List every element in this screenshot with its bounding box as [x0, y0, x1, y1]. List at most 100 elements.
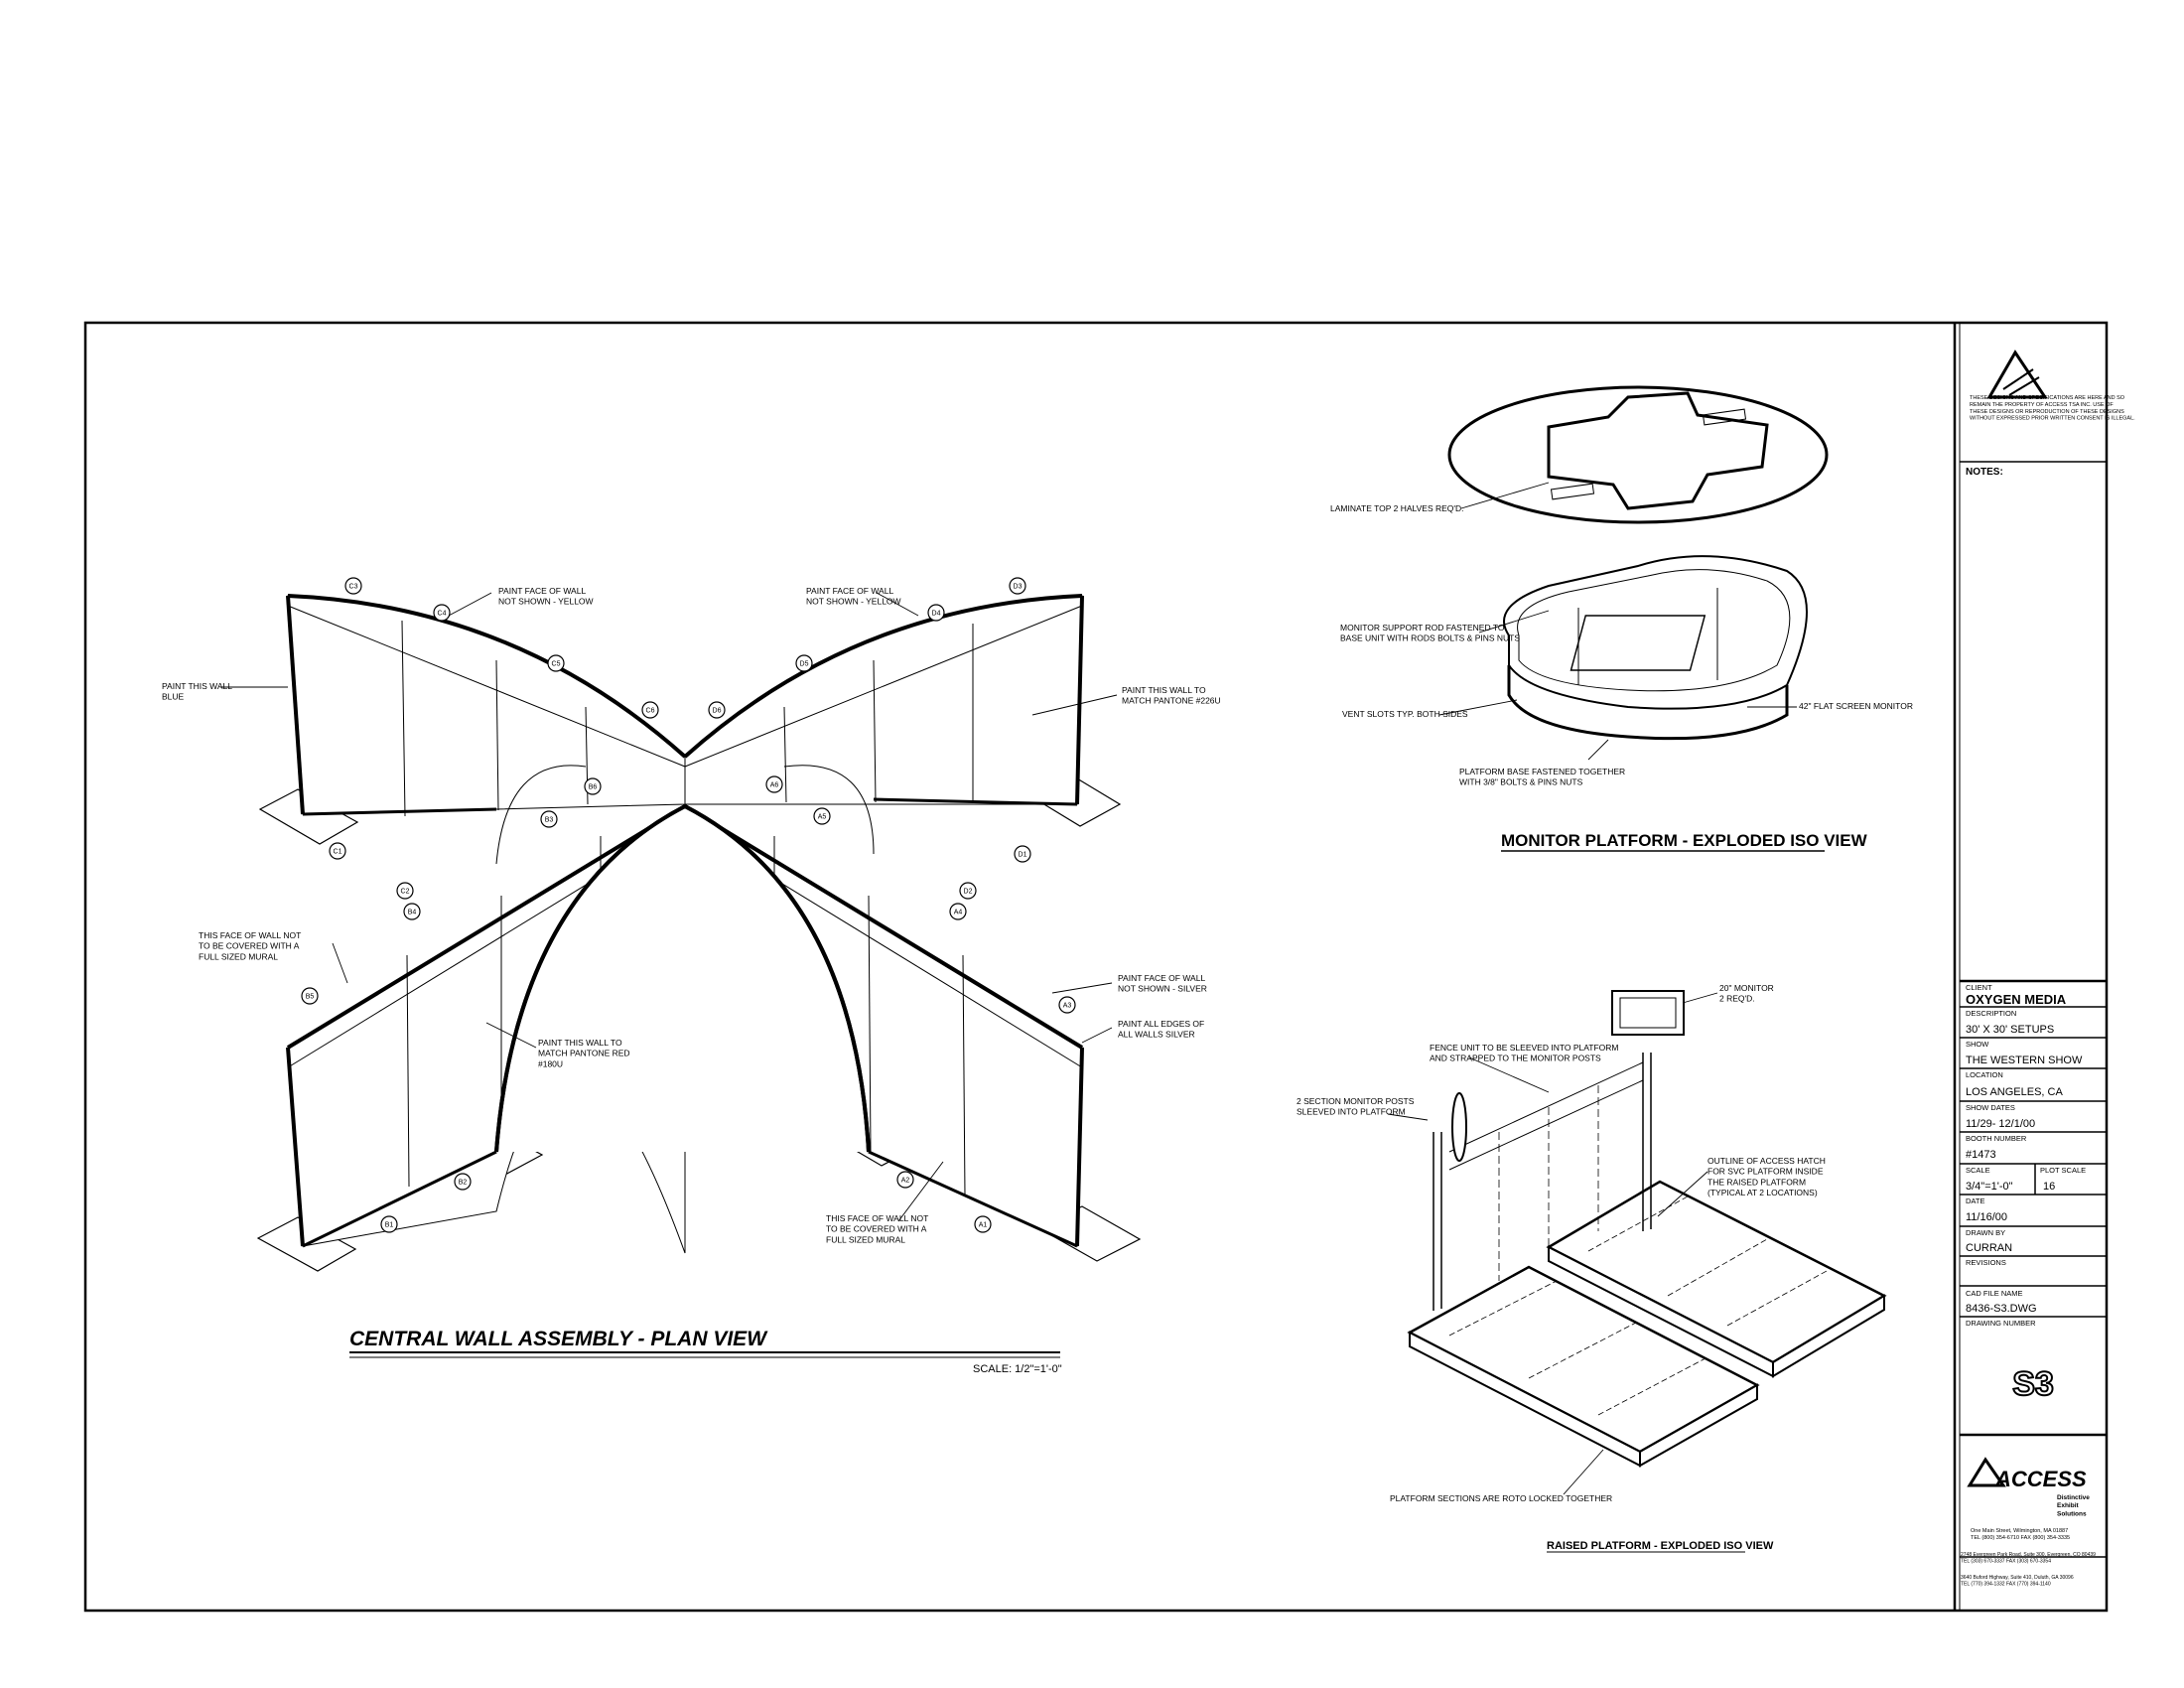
- bubble-tag-c1: [329, 842, 346, 860]
- bubble-tag-b2: [454, 1173, 472, 1191]
- text-line: 2748 Evergreen Park Road, Suite 300, Eve…: [1961, 1552, 2096, 1558]
- bubble-tag-a5: [813, 807, 831, 825]
- tb-scale-label: SCALE: [1966, 1166, 1990, 1175]
- central-pointed-arch: [494, 803, 871, 1153]
- text-line: THESE DESIGNS OR REPRODUCTION OF THESE D…: [1970, 409, 2124, 415]
- access-logo-mark: [1986, 350, 2048, 399]
- bubble-tag-a2: [896, 1171, 914, 1189]
- tb-plot-scale-label: PLOT SCALE: [2040, 1166, 2086, 1175]
- text-line: 2 SECTION MONITOR POSTS: [1297, 1096, 1415, 1106]
- bubble-tag-c4: [433, 604, 451, 622]
- tb-booth-label: BOOTH NUMBER: [1966, 1134, 2027, 1143]
- bubble-tag-a4: [949, 903, 967, 920]
- bubble-tag-c6: [641, 701, 659, 719]
- text-line: WITHOUT EXPRESSED PRIOR WRITTEN CONSENT …: [1970, 416, 2135, 422]
- monitor-notes: LAMINATE TOP 2 HALVES REQ'D. MONITOR SUP…: [1330, 503, 1913, 787]
- tb-scale: 3/4"=1'-0": [1966, 1181, 2013, 1193]
- bubble-tag-c3: [344, 577, 362, 595]
- bubble-tag-a1: [974, 1215, 992, 1233]
- bubble-tag-d3: [1009, 577, 1026, 595]
- bubble-label: D3: [1014, 584, 1023, 591]
- bubble-label: B5: [306, 994, 315, 1001]
- text-line: TEL (800) 354-6710 FAX (800) 354-3335: [1971, 1535, 2070, 1541]
- text-line: REMAIN THE PROPERTY OF ACCESS TSA INC. U…: [1970, 402, 2114, 408]
- text-line: NOT SHOWN - SILVER: [1118, 984, 1207, 994]
- text-line: Distinctive: [2057, 1494, 2090, 1501]
- tb-show-label: SHOW: [1966, 1040, 1989, 1049]
- bubble-tag-d2: [959, 882, 977, 900]
- title-block: [1960, 461, 2107, 1558]
- bubble-label: A2: [901, 1178, 910, 1185]
- text-line: THIS FACE OF WALL NOT: [826, 1213, 928, 1223]
- wall-leader-lines: [220, 592, 1118, 1222]
- bubble-label: B6: [589, 784, 598, 791]
- text-line: BLUE: [162, 692, 185, 702]
- text-line: 20" MONITOR: [1719, 983, 1774, 993]
- text-line: NOT SHOWN - YELLOW: [806, 597, 901, 607]
- wall-back-right: [683, 594, 1084, 806]
- bubble-label: A5: [818, 814, 827, 821]
- note-sections: PLATFORM SECTIONS ARE ROTO LOCKED TOGETH…: [1390, 1493, 1612, 1503]
- monitor-platform-drawing: [1438, 385, 1829, 761]
- text-line: FENCE UNIT TO BE SLEEVED INTO PLATFORM: [1430, 1043, 1619, 1053]
- text-line: TEL (770) 394-1332 FAX (770) 394-1140: [1961, 1581, 2051, 1587]
- text-line: OUTLINE OF ACCESS HATCH: [1707, 1156, 1826, 1166]
- bubble-label: C3: [349, 584, 358, 591]
- monitor-platform-title: MONITOR PLATFORM - EXPLODED ISO VIEW: [1501, 831, 1868, 850]
- tb-show-dates-label: SHOW DATES: [1966, 1103, 2015, 1112]
- text-line: FULL SIZED MURAL: [199, 951, 278, 961]
- text-line: PLATFORM BASE FASTENED TOGETHER: [1459, 767, 1625, 776]
- tb-notes-label: NOTES:: [1966, 467, 2003, 478]
- bubble-label: A6: [770, 782, 779, 789]
- bubble-tag-b4: [403, 903, 421, 920]
- bubble-label: C1: [334, 849, 342, 856]
- wall-assembly-scale: SCALE: 1/2"=1'-0": [973, 1363, 1062, 1375]
- bubble-label: B2: [459, 1180, 468, 1187]
- bubble-label: A4: [954, 910, 963, 916]
- text-line: THESE DESIGNS AND SPECIFICATIONS ARE HER…: [1970, 395, 2125, 401]
- text-line: TO BE COVERED WITH A: [199, 941, 300, 951]
- tb-date: 11/16/00: [1966, 1211, 2007, 1223]
- bubble-label: A1: [979, 1222, 988, 1229]
- bubble-label: B3: [545, 817, 554, 824]
- bubble-label: D6: [713, 708, 722, 715]
- bubble-tag-d5: [795, 654, 813, 672]
- tb-booth: #1473: [1966, 1149, 1996, 1161]
- platform-section-front: [1407, 1265, 1760, 1468]
- bubble-tag-b1: [380, 1215, 398, 1233]
- note-flat-screen: 42" FLAT SCREEN MONITOR: [1799, 701, 1913, 711]
- text-line: PAINT THIS WALL TO: [538, 1038, 622, 1048]
- text-line: PAINT FACE OF WALL: [806, 586, 893, 596]
- bubble-label: C6: [646, 708, 655, 715]
- text-line: VENT SLOTS TYP. BOTH SIDES: [1342, 709, 1468, 719]
- text-line: (TYPICAL AT 2 LOCATIONS): [1707, 1188, 1818, 1197]
- tb-drawing-number-label: DRAWING NUMBER: [1966, 1319, 2036, 1328]
- bubble-tag-b6: [584, 777, 602, 795]
- note-laminate: LAMINATE TOP 2 HALVES REQ'D.: [1330, 503, 1464, 513]
- monitor-leaders: [1438, 482, 1797, 761]
- text-line: MONITOR SUPPORT ROD FASTENED TO: [1340, 623, 1505, 633]
- text-line: Exhibit: [2057, 1502, 2080, 1509]
- text-line: MATCH PANTONE #226U: [1122, 696, 1221, 706]
- tb-plot-scale: 16: [2043, 1181, 2055, 1193]
- note-vent-slots: VENT SLOTS TYP. BOTH SIDES: [1342, 709, 1468, 719]
- text-line: #180U: [538, 1058, 563, 1068]
- platform-section-back: [1546, 1180, 1887, 1378]
- central-wall-assembly: [256, 594, 1142, 1272]
- text-line: PAINT THIS WALL: [162, 681, 232, 691]
- text-line: BASE UNIT WITH RODS BOLTS & PINS NUTS: [1340, 633, 1520, 643]
- text-line: TO BE COVERED WITH A: [826, 1224, 927, 1234]
- tb-revisions-label: REVISIONS: [1966, 1258, 2006, 1267]
